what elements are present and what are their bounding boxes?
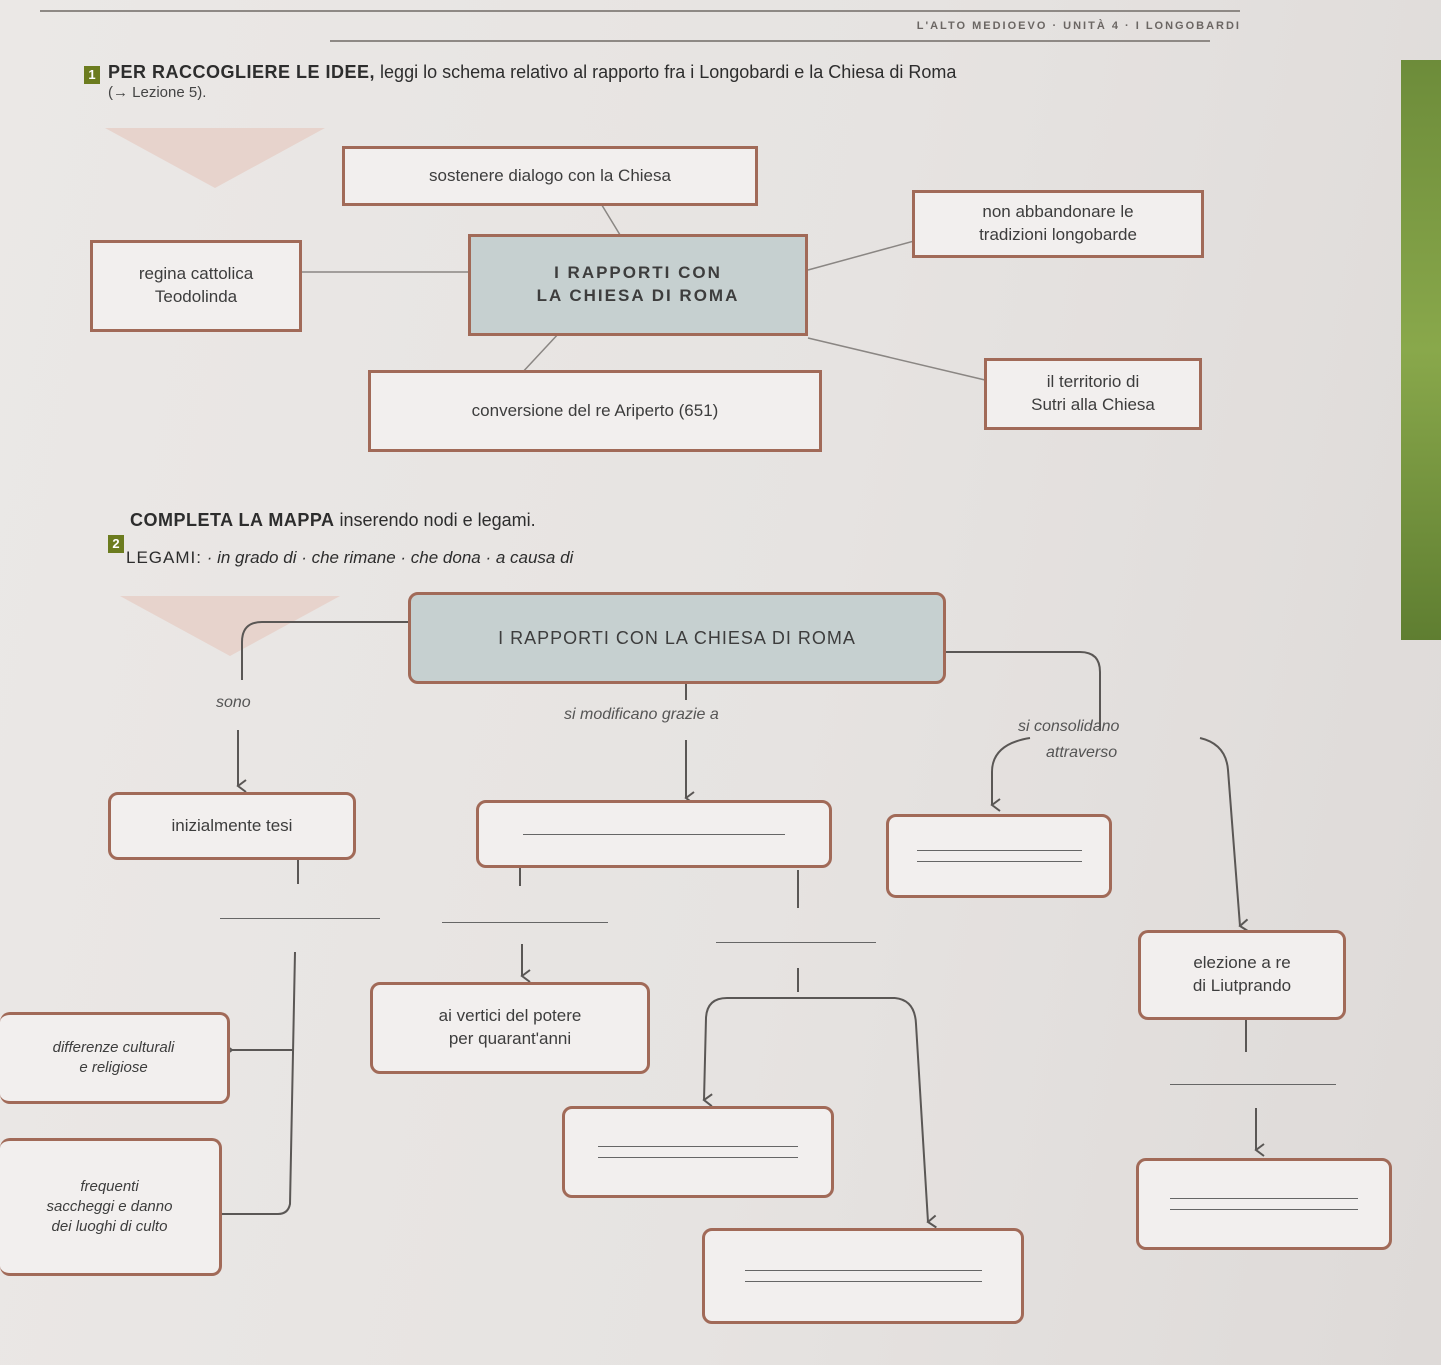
node-ariperto-text: conversione del re Ariperto (651) bbox=[471, 400, 719, 420]
blank-line[interactable] bbox=[744, 1270, 982, 1271]
blank-line[interactable] bbox=[1170, 1209, 1358, 1210]
blank-line[interactable] bbox=[744, 1281, 982, 1282]
blank-link-3[interactable] bbox=[716, 942, 876, 943]
node-frequenti-saccheggi: frequenti saccheggi e danno dei luoghi d… bbox=[0, 1138, 222, 1276]
exercise-2-legami: LEGAMI: · in grado di · che rimane · che… bbox=[126, 548, 573, 568]
node-saccheggi-line3: dei luoghi di culto bbox=[51, 1218, 168, 1236]
root-node-text: I RAPPORTI CON LA CHIESA DI ROMA bbox=[498, 627, 856, 648]
blank-line[interactable] bbox=[522, 833, 786, 835]
node-conversione-ariperto: conversione del re Ariperto (651) bbox=[368, 370, 822, 452]
node-vertici-potere: ai vertici del potere per quarant'anni bbox=[370, 982, 650, 1074]
node-differenze-line2: e religiose bbox=[79, 1059, 148, 1076]
exercise-2-number: 2 bbox=[108, 535, 124, 553]
empty-node-liutprando[interactable] bbox=[1136, 1158, 1392, 1250]
node-sutri-line1: il territorio di bbox=[1046, 372, 1140, 392]
node-sutri-line2: Sutri alla Chiesa bbox=[1031, 395, 1155, 414]
node-vertici-line2: per quarant'anni bbox=[448, 1029, 572, 1048]
exercise-1-title-rest: leggi lo schema relativo al rapporto fra… bbox=[375, 62, 957, 82]
node-territorio-sutri: il territorio di Sutri alla Chiesa bbox=[984, 358, 1202, 430]
node-regina-line2: Teodolinda bbox=[154, 287, 238, 306]
header-rule-lower bbox=[330, 40, 1210, 42]
node-vertici-line1: ai vertici del potere bbox=[438, 1006, 582, 1026]
exercise-2-title-bold: COMPLETA LA MAPPA bbox=[130, 510, 335, 530]
exercise-1-title-bold: PER RACCOGLIERE LE IDEE, bbox=[108, 62, 376, 82]
node-liutprando-line2: di Liutprando bbox=[1192, 976, 1292, 995]
empty-node-vertici[interactable] bbox=[562, 1106, 834, 1198]
node-elezione-liutprando: elezione a re di Liutprando bbox=[1138, 930, 1346, 1020]
node-tradizioni-line1: non abbandonare le bbox=[982, 202, 1134, 222]
link-si-modificano: si modificano grazie a bbox=[564, 706, 719, 723]
blank-link-4[interactable] bbox=[1170, 1084, 1336, 1085]
header-rule bbox=[40, 10, 1240, 12]
blank-link-1[interactable] bbox=[220, 918, 380, 919]
blank-line[interactable] bbox=[598, 1146, 798, 1147]
blank-line[interactable] bbox=[598, 1157, 798, 1158]
exercise-1-title: PER RACCOGLIERE LE IDEE, leggi lo schema… bbox=[108, 62, 956, 83]
node-regina-teodolinda: regina cattolica Teodolinda bbox=[90, 240, 302, 332]
legami-label: LEGAMI: bbox=[126, 548, 202, 567]
blank-line[interactable] bbox=[916, 861, 1082, 862]
exercise-2-title-rest: inserendo nodi e legami. bbox=[334, 510, 536, 530]
node-saccheggi-line1: frequenti bbox=[80, 1177, 139, 1195]
link-si-consolidano: si consolidano bbox=[1018, 718, 1120, 735]
central-node-line2: LA CHIESA DI ROMA bbox=[536, 286, 740, 305]
link-attraverso: attraverso bbox=[1046, 744, 1118, 761]
central-node-rapporti-chiesa: I RAPPORTI CON LA CHIESA DI ROMA bbox=[468, 234, 808, 336]
node-regina-line1: regina cattolica bbox=[138, 264, 254, 284]
blank-line[interactable] bbox=[916, 850, 1082, 851]
blank-link-2[interactable] bbox=[442, 922, 608, 923]
decorative-triangle-2 bbox=[120, 596, 340, 656]
node-sostenere-dialogo-text: sostenere dialogo con la Chiesa bbox=[429, 165, 671, 185]
node-differenze-culturali: differenze culturali e religiose bbox=[0, 1012, 230, 1104]
node-tradizioni-longobarde: non abbandonare le tradizioni longobarde bbox=[912, 190, 1204, 258]
exercise-1-number: 1 bbox=[84, 66, 100, 84]
node-saccheggi-line2: saccheggi e danno bbox=[46, 1197, 173, 1215]
node-inizialmente-tesi: inizialmente tesi bbox=[108, 792, 356, 860]
node-sostenere-dialogo: sostenere dialogo con la Chiesa bbox=[342, 146, 758, 206]
node-tradizioni-line2: tradizioni longobarde bbox=[979, 225, 1137, 244]
exercise-2-title: COMPLETA LA MAPPA inserendo nodi e legam… bbox=[130, 510, 536, 531]
legami-list: · in grado di · che rimane · che dona · … bbox=[201, 548, 574, 567]
node-liutprando-line1: elezione a re bbox=[1193, 953, 1291, 973]
node-differenze-line1: differenze culturali bbox=[52, 1038, 175, 1056]
central-node-line1: I RAPPORTI CON bbox=[554, 263, 722, 283]
empty-node-attraverso[interactable] bbox=[886, 814, 1112, 898]
link-sono: sono bbox=[216, 694, 251, 711]
empty-node-grazie-a[interactable] bbox=[476, 800, 832, 868]
running-head: L'ALTO MEDIOEVO · UNITÀ 4 · I LONGOBARDI bbox=[916, 20, 1241, 32]
decorative-triangle bbox=[105, 128, 325, 188]
background-green-edge bbox=[1401, 60, 1441, 640]
exercise-1-reference: (→ Lezione 5). bbox=[108, 84, 207, 101]
empty-node-bottom[interactable] bbox=[702, 1228, 1024, 1324]
node-tesi-text: inizialmente tesi bbox=[171, 815, 293, 835]
root-node-rapporti-chiesa: I RAPPORTI CON LA CHIESA DI ROMA bbox=[408, 592, 946, 684]
blank-line[interactable] bbox=[1170, 1198, 1358, 1199]
